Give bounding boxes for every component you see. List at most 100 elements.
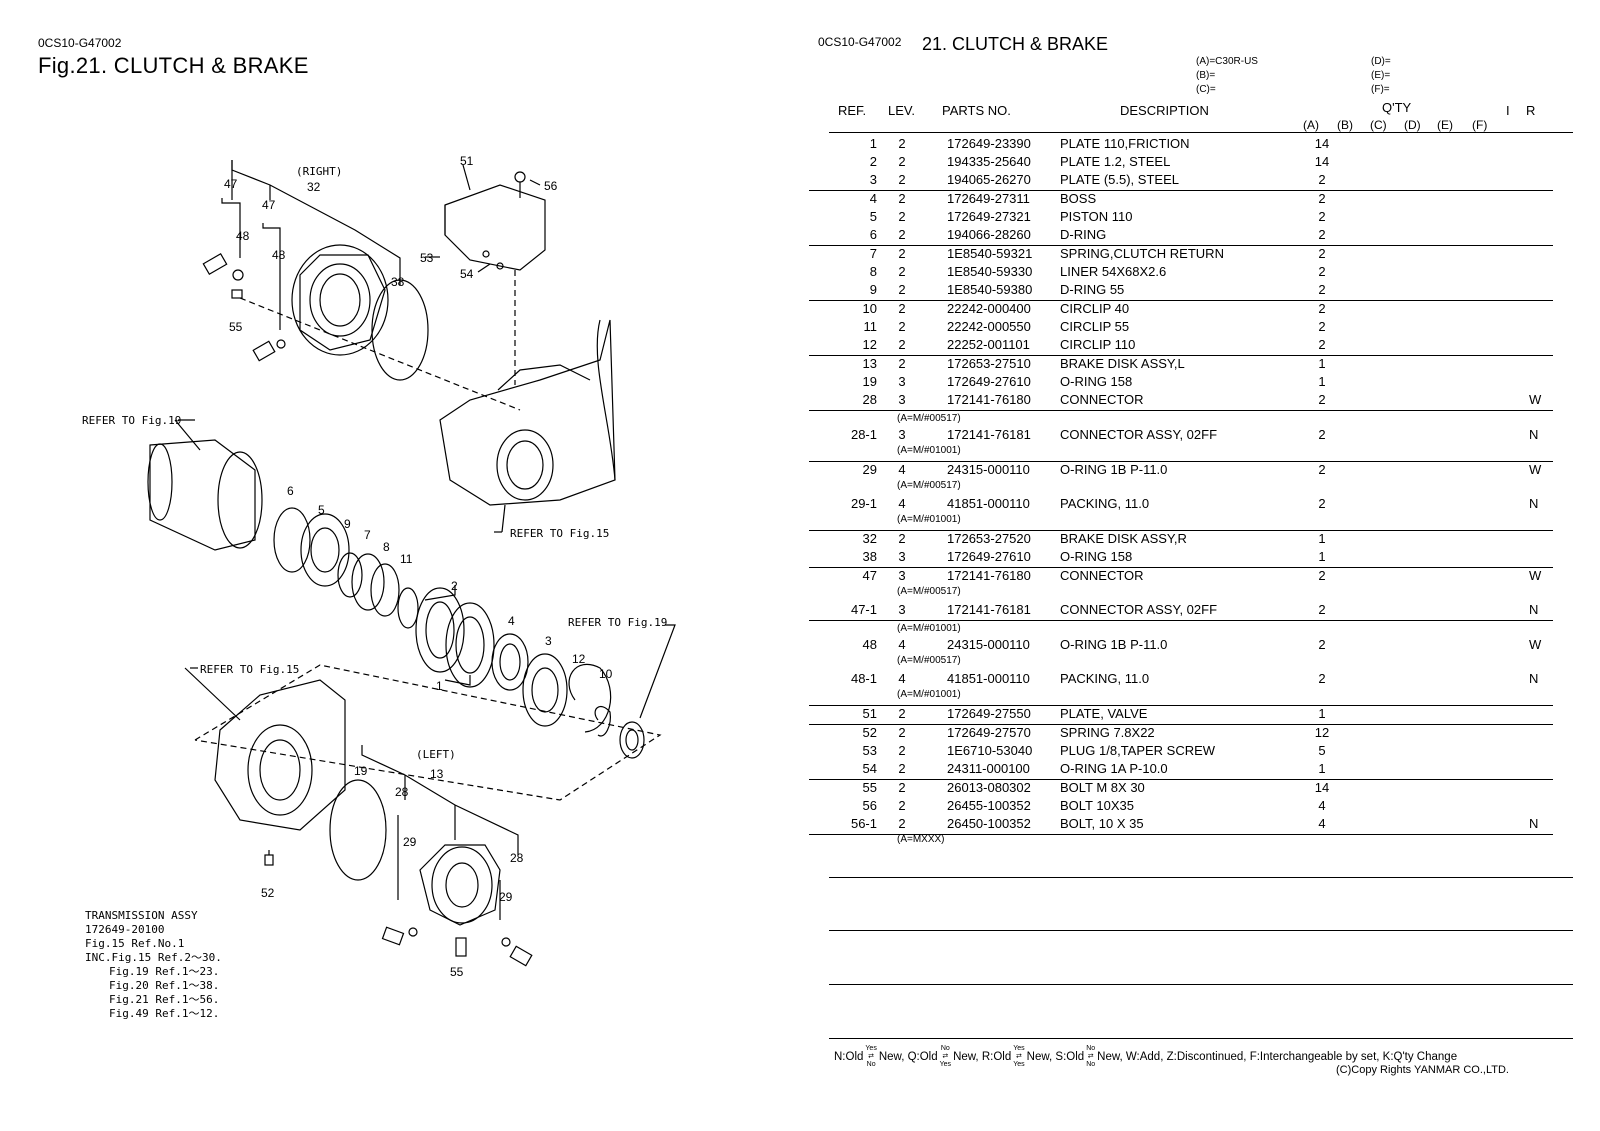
ref-cell: 2 <box>869 154 877 169</box>
legend-rest: New, W:Add, Z:Discontinued, F:Interchang… <box>1097 1051 1458 1064</box>
header-parts: PARTS NO. <box>942 103 1011 118</box>
lev-cell: 4 <box>898 496 906 511</box>
qty-cell: 2 <box>1318 209 1326 224</box>
group-separator <box>809 724 1553 725</box>
part-number-cell: 1E8540-59321 <box>947 246 1033 261</box>
ref-cell: 53 <box>862 743 877 758</box>
callout: 55 <box>229 320 243 334</box>
group-separator <box>809 530 1553 531</box>
callout: 7 <box>364 528 371 542</box>
description-cell: BOLT 10X35 <box>1060 798 1134 813</box>
callout: 53 <box>420 251 434 265</box>
callout: 4 <box>508 614 515 628</box>
header-i: I <box>1506 103 1510 118</box>
qty-cell: 2 <box>1318 282 1326 297</box>
qty-cell: 1 <box>1318 549 1326 564</box>
lev-cell: 2 <box>898 319 906 334</box>
lev-cell: 3 <box>898 392 906 407</box>
lev-cell: 3 <box>898 549 906 564</box>
part-number-cell: 172141-76181 <box>947 602 1031 617</box>
serial-note: (A=M/#01001) <box>897 689 961 700</box>
description-cell: BOSS <box>1060 191 1097 206</box>
table-title: 21. CLUTCH & BRAKE <box>922 34 1109 54</box>
part-number-cell: 41851-000110 <box>947 496 1030 511</box>
part-number-cell: 24315-000110 <box>947 462 1030 477</box>
callout: 3 <box>545 634 552 648</box>
part-number-cell: 172653-27510 <box>947 356 1031 371</box>
lev-cell: 2 <box>898 761 906 776</box>
qty-cell: 14 <box>1314 154 1330 169</box>
qty-cell: 1 <box>1318 531 1326 546</box>
lev-cell: 2 <box>898 209 906 224</box>
header-ref: REF. <box>838 103 867 118</box>
part-number-cell: 1E8540-59380 <box>947 282 1033 297</box>
part-number-cell: 22242-000400 <box>947 301 1031 316</box>
interchange-cell: N <box>1529 602 1539 617</box>
ref-cell: 9 <box>869 282 877 297</box>
interchange-cell: N <box>1529 496 1539 511</box>
qty-cell: 2 <box>1318 264 1326 279</box>
callout: 28 <box>395 785 409 799</box>
table-row: 52 2 172649-27570 SPRING 7.8X22 12 <box>829 725 1569 743</box>
ref-cell: 13 <box>862 356 877 371</box>
part-number-cell: 172141-76180 <box>947 392 1031 407</box>
part-number-cell: 172649-27570 <box>947 725 1031 740</box>
group-separator <box>809 461 1553 462</box>
description-cell: CONNECTOR ASSY, 02FF <box>1060 427 1218 442</box>
lev-cell: 3 <box>898 374 906 389</box>
part-number-cell: 172649-27550 <box>947 706 1031 721</box>
description-cell: BRAKE DISK ASSY,R <box>1060 531 1187 546</box>
qty-cell: 14 <box>1314 136 1330 151</box>
lev-cell: 2 <box>898 725 906 740</box>
ref-cell: 5 <box>869 209 877 224</box>
legend-q: New, Q:Old <box>878 1051 938 1064</box>
legend: N:OldYes⇄NoNew, Q:OldNo⇄YesNew, R:OldYes… <box>834 1045 1457 1069</box>
callout: 29 <box>499 890 513 904</box>
assy-note-line: Fig.20 Ref.1～38. <box>109 979 219 992</box>
description-cell: O-RING 1B P-11.0 <box>1060 462 1168 477</box>
qty-cell: 1 <box>1318 706 1326 721</box>
yes-yes-arrow: Yes⇄Yes <box>1013 1045 1025 1068</box>
part-number-cell: 172141-76180 <box>947 568 1031 583</box>
callout: 5 <box>318 503 325 517</box>
model-e: (E)= <box>1371 70 1391 81</box>
legend-n: N:Old <box>834 1051 864 1064</box>
callout: 8 <box>383 540 390 554</box>
qty-cell: 2 <box>1318 637 1326 652</box>
description-cell: BOLT M 8X 30 <box>1060 780 1145 795</box>
description-cell: SPRING 7.8X22 <box>1060 725 1155 740</box>
ref-cell: 56 <box>862 798 877 813</box>
qty-cell: 2 <box>1318 191 1326 206</box>
ref-cell: 48 <box>862 637 877 652</box>
qty-cell: 2 <box>1318 172 1326 187</box>
description-cell: CONNECTOR ASSY, 02FF <box>1060 602 1218 617</box>
part-number-cell: 172649-27311 <box>947 191 1030 206</box>
ref-cell: 47 <box>862 568 877 583</box>
ref-cell: 56-1 <box>850 816 877 831</box>
ref-cell: 52 <box>862 725 877 740</box>
callout: 47 <box>262 198 276 212</box>
model-d: (D)= <box>1371 56 1391 67</box>
ref-cell: 38 <box>862 549 877 564</box>
serial-note: (A=M/#00517) <box>897 586 961 597</box>
description-cell: D-RING 55 <box>1060 282 1125 297</box>
assy-note-line: Fig.49 Ref.1～12. <box>109 1007 219 1020</box>
refer-fig19-b: REFER TO Fig.19 <box>568 616 667 629</box>
qty-cell: 2 <box>1318 319 1326 334</box>
header-qty: Q'TY <box>1382 100 1412 115</box>
ref-cell: 19 <box>862 374 877 389</box>
qty-cell: 12 <box>1314 725 1330 740</box>
